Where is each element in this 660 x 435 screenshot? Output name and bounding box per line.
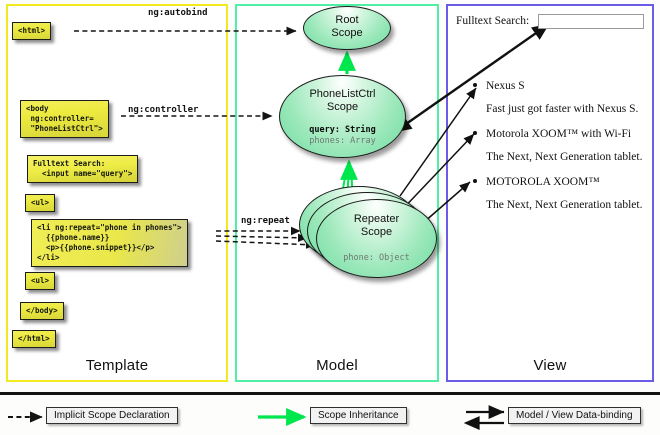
- view-search-input[interactable]: [538, 14, 644, 29]
- legend-label-implicit-scope-declaration: Implicit Scope Declaration: [46, 407, 178, 424]
- list-item-name-text: Nexus S: [486, 80, 525, 92]
- edge-label-ng-autobind: ng:autobind: [148, 8, 208, 18]
- list-item: Motorola XOOM™ with Wi-Fi The Next, Next…: [470, 124, 650, 171]
- scope-root: Root Scope: [303, 6, 391, 50]
- scope-property-phone: phone: Object: [343, 253, 410, 263]
- list-item-snippet: The Next, Next Generation tablet.: [486, 151, 643, 163]
- legend-divider: [0, 392, 660, 395]
- scope-phonelistctrl-title: PhoneListCtrl Scope: [309, 88, 376, 113]
- list-item-snippet: Fast just got faster with Nexus S.: [486, 103, 639, 115]
- list-item-name: MOTOROLA XOOM™: [470, 172, 650, 192]
- list-item-name-text: Motorola XOOM™ with Wi-Fi: [486, 128, 632, 140]
- panel-template-label: Template: [85, 357, 149, 374]
- view-phone-list: Nexus S Fast just got faster with Nexus …: [470, 76, 650, 220]
- code-box-search: Fulltext Search: <input name="query">: [27, 155, 139, 183]
- view-search-row: Fulltext Search:: [456, 14, 646, 32]
- scope-property-query: query: String: [309, 124, 376, 135]
- panel-template: Template: [6, 4, 228, 382]
- scope-root-title: Root Scope: [331, 14, 363, 39]
- bullet-icon: [473, 83, 477, 87]
- edge-label-ng-controller: ng:controller: [128, 105, 199, 115]
- scope-phonelistctrl: PhoneListCtrl Scope query: String phones…: [279, 75, 406, 158]
- bullet-icon: [473, 131, 477, 135]
- legend: Implicit Scope Declaration Scope Inherit…: [0, 398, 660, 435]
- panel-view-label: View: [533, 357, 567, 374]
- scope-repeater-title: Repeater Scope: [353, 213, 400, 238]
- code-box-body-open: <body ng:controller= "PhoneListCtrl">: [20, 100, 109, 138]
- list-item: MOTOROLA XOOM™ The Next, Next Generation…: [470, 172, 650, 219]
- legend-label-model-view-data-binding: Model / View Data-binding: [508, 407, 641, 424]
- scope-property-phones: phones: Array: [309, 136, 376, 147]
- code-box-ul-close: <ul>: [25, 272, 56, 290]
- code-box-body-close: </body>: [20, 302, 64, 320]
- edge-label-ng-repeat: ng:repeat: [241, 216, 290, 226]
- scope-repeater: Repeater Scope phone: Object: [316, 199, 437, 278]
- code-box-html-open: <html>: [12, 22, 52, 40]
- list-item-snippet: The Next, Next Generation tablet.: [486, 199, 643, 211]
- code-box-li-repeat: <li ng:repeat="phone in phones"> {{phone…: [31, 219, 188, 267]
- scope-phonelistctrl-properties: query: String phones: Array: [280, 125, 405, 148]
- bullet-icon: [473, 179, 477, 183]
- panel-model-label: Model: [316, 357, 358, 374]
- legend-label-scope-inheritance: Scope Inheritance: [310, 407, 407, 424]
- list-item-name: Motorola XOOM™ with Wi-Fi: [470, 124, 650, 144]
- list-item-name: Nexus S: [470, 76, 650, 96]
- code-box-ul-open: <ul>: [25, 194, 56, 212]
- view-search-label: Fulltext Search:: [456, 15, 530, 27]
- code-box-html-close: </html>: [12, 330, 56, 348]
- list-item: Nexus S Fast just got faster with Nexus …: [470, 76, 650, 123]
- list-item-name-text: MOTOROLA XOOM™: [486, 176, 600, 188]
